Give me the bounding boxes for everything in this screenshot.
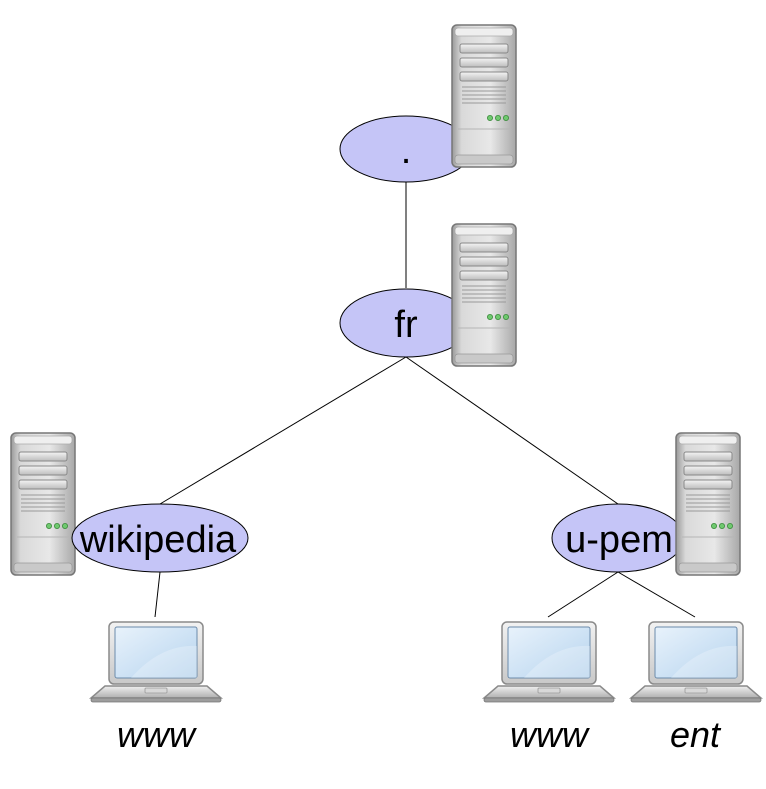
root-zone-label: . — [401, 130, 412, 172]
wikipedia-zone-node: wikipedia — [71, 503, 249, 573]
wikipedia-server-icon — [10, 432, 76, 576]
upem-server-icon — [675, 432, 741, 576]
fr-zone-label: fr — [394, 304, 418, 346]
link-upem-www — [547, 571, 619, 618]
link-wikipedia-www — [154, 571, 161, 618]
upem-www-laptop-icon — [483, 621, 615, 703]
upem-zone-node: u-pem — [551, 503, 685, 573]
wikipedia-zone-ellipse — [71, 503, 249, 573]
wikipedia-zone-label: wikipedia — [79, 519, 237, 561]
link-fr-wikipedia — [159, 356, 407, 505]
upem-ent-host-label: ent — [670, 714, 722, 755]
fr-server-icon — [451, 223, 517, 367]
upem-ent-laptop-icon — [630, 621, 762, 703]
link-fr-upem — [405, 356, 619, 505]
fr-zone-node: fr — [339, 288, 473, 358]
upem-zone-label: u-pem — [565, 519, 673, 561]
link-upem-ent — [617, 571, 696, 618]
root-server-icon — [451, 24, 517, 168]
wikipedia-www-host-label: www — [117, 714, 197, 755]
upem-www-host-label: www — [510, 714, 590, 755]
wikipedia-www-laptop-icon — [90, 621, 222, 703]
